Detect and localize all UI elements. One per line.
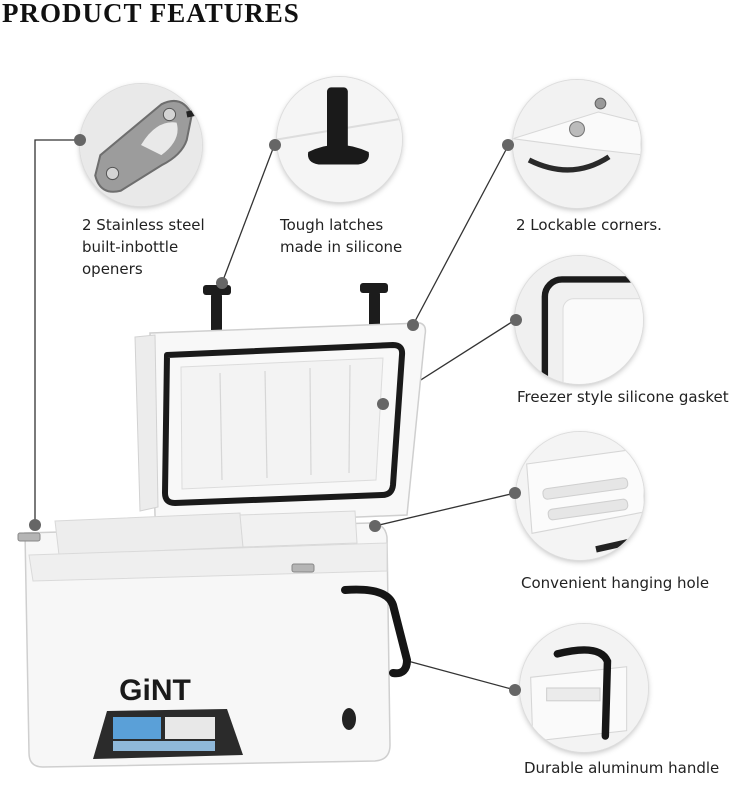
latch-dot [269, 139, 281, 151]
cooler-gasket-dot [377, 398, 389, 410]
latch-caption: Tough latches made in silicone [280, 216, 403, 256]
cooler-corner-dot [407, 319, 419, 331]
lid-gasket [162, 342, 406, 506]
cooler-illustration: GiNT [17, 283, 427, 768]
handle-callout [520, 624, 648, 752]
lockable-corner-callout [513, 80, 641, 208]
cooler-hanging-dot [369, 520, 381, 532]
corner-plate-right [291, 563, 315, 573]
cooler-opener-dot [29, 519, 41, 531]
corner-plate-left [17, 532, 41, 542]
handle-caption: Durable aluminum handle [524, 759, 720, 777]
gasket-dot [510, 314, 522, 326]
lockable-corner-dot [502, 139, 514, 151]
latch-callout [277, 77, 402, 202]
page-title: PRODUCT FEATURES [2, 0, 300, 28]
hanging-hole-caption: Convenient hanging hole [521, 574, 710, 592]
cooler-brand-logo: GiNT [119, 674, 191, 707]
gasket-callout [515, 256, 643, 384]
side-handle [341, 585, 412, 678]
bottle-opener-callout [80, 84, 202, 206]
lockable-corner-caption: 2 Lockable corners. [516, 216, 662, 234]
bottle-opener-caption: 2 Stainless steel built-inbottle openers [82, 216, 205, 278]
bottle-opener-dot [74, 134, 86, 146]
latch-left [203, 285, 231, 337]
handle-dot [509, 684, 521, 696]
hanging-hole-callout [516, 432, 644, 560]
gasket-caption: Freezer style silicone gasket [517, 388, 729, 406]
hanging-hole-dot [509, 487, 521, 499]
cooler-latch-dot [216, 277, 228, 289]
